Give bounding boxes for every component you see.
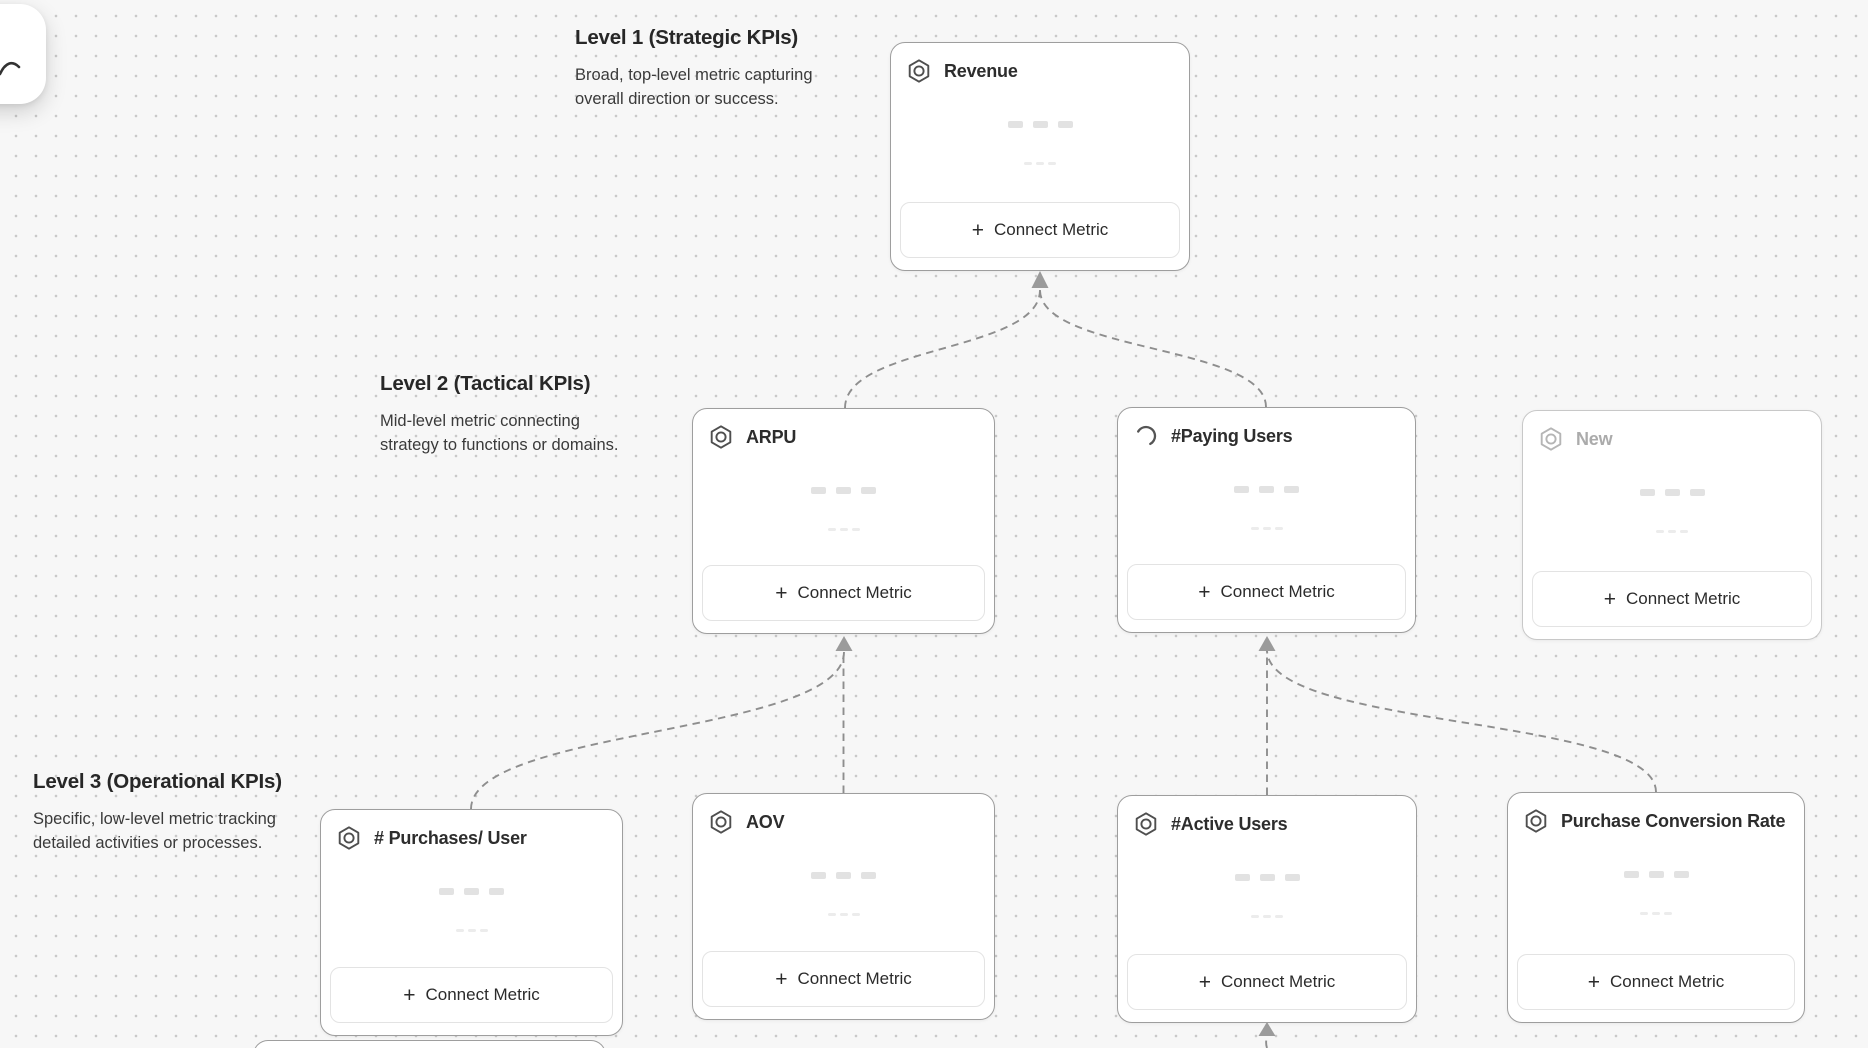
hexagon-metric-icon <box>1538 426 1564 452</box>
kpi-card-title: # Purchases/ User <box>374 827 527 848</box>
kpi-card-paying-users[interactable]: #Paying Users + Connect Metric <box>1117 407 1416 633</box>
skeleton-bars <box>693 872 994 879</box>
edge-purchase-conversion-rate-to-paying-users[interactable] <box>1266 649 1657 793</box>
kpi-card-new[interactable]: New + Connect Metric <box>1522 410 1822 640</box>
arrowhead-into-revenue <box>1031 271 1049 288</box>
arrowhead-into-arpu <box>835 636 853 651</box>
hexagon-metric-icon <box>1523 808 1549 834</box>
connect-metric-label: Connect Metric <box>1625 589 1741 608</box>
kpi-card-partial-bottom[interactable] <box>253 1040 606 1048</box>
edge-arpu-to-revenue[interactable] <box>844 289 1041 409</box>
kpi-card-title: New <box>1576 428 1613 449</box>
plus-icon: + <box>1587 970 1600 994</box>
skeleton-dashes <box>1118 915 1416 918</box>
connect-metric-button[interactable]: + Connect Metric <box>1532 571 1812 627</box>
skeleton-bars <box>321 888 622 895</box>
edge-purchases-per-user-to-arpu[interactable] <box>470 651 845 810</box>
kpi-card-header: #Active Users <box>1118 796 1416 837</box>
kpi-card-active-users[interactable]: #Active Users + Connect Metric <box>1117 795 1417 1023</box>
connect-metric-label: Connect Metric <box>993 220 1109 239</box>
hexagon-metric-icon <box>708 809 734 835</box>
kpi-card-header: #Paying Users <box>1118 408 1415 449</box>
arrowhead-into-active-users <box>1258 1022 1276 1036</box>
kpi-card-header: ARPU <box>693 409 994 450</box>
connect-metric-label: Connect Metric <box>797 583 912 602</box>
section-description-line: detailed activities or processes. <box>33 834 263 852</box>
kpi-card-title: AOV <box>746 811 785 832</box>
connect-metric-label: Connect Metric <box>1220 972 1336 991</box>
section-description-line: strategy to functions or domains. <box>380 436 619 454</box>
connect-metric-button[interactable]: + Connect Metric <box>702 951 985 1007</box>
connect-metric-label: Connect Metric <box>1609 972 1725 991</box>
kpi-card-title: #Paying Users <box>1171 425 1293 446</box>
plus-icon: + <box>403 983 416 1007</box>
section-label-level-1: Level 1 (Strategic KPIs) Broad, top-leve… <box>575 26 813 111</box>
skeleton-bars <box>693 487 994 494</box>
connect-metric-button[interactable]: + Connect Metric <box>702 565 985 621</box>
kpi-card-purchases-per-user[interactable]: # Purchases/ User + Connect Metric <box>320 809 623 1036</box>
kpi-card-purchase-conversion-rate[interactable]: Purchase Conversion Rate + Connect Metri… <box>1507 792 1805 1023</box>
section-description-line: overall direction or success. <box>575 90 779 108</box>
skeleton-dashes <box>891 162 1189 165</box>
kpi-card-revenue[interactable]: Revenue + Connect Metric <box>890 42 1190 271</box>
kpi-card-title: #Active Users <box>1171 813 1288 834</box>
skeleton-bars <box>1118 486 1415 493</box>
kpi-card-header: # Purchases/ User <box>321 810 622 851</box>
kpi-card-header: Purchase Conversion Rate <box>1508 793 1804 834</box>
section-label-level-2: Level 2 (Tactical KPIs) Mid-level metric… <box>380 372 618 457</box>
skeleton-dashes <box>1118 527 1415 530</box>
plus-icon: + <box>971 218 984 242</box>
plus-icon: + <box>1603 587 1616 611</box>
plus-icon: + <box>1198 580 1211 604</box>
connect-metric-button[interactable]: + Connect Metric <box>900 202 1180 258</box>
connect-metric-label: Connect Metric <box>797 969 912 988</box>
hexagon-metric-icon <box>1133 811 1159 837</box>
hexagon-metric-icon <box>906 58 932 84</box>
connect-metric-button[interactable]: + Connect Metric <box>330 967 613 1023</box>
section-description-line: Mid-level metric connecting <box>380 412 580 430</box>
kpi-card-title: Purchase Conversion Rate <box>1561 810 1786 831</box>
kpi-card-header: New <box>1523 411 1821 452</box>
section-label-level-3: Level 3 (Operational KPIs) Specific, low… <box>33 770 282 855</box>
skeleton-bars <box>891 121 1189 128</box>
cursor-glyph-icon <box>0 61 21 76</box>
connect-metric-button[interactable]: + Connect Metric <box>1127 564 1406 620</box>
connect-metric-button[interactable]: + Connect Metric <box>1517 954 1795 1010</box>
skeleton-dashes <box>1508 912 1804 915</box>
skeleton-bars <box>1523 489 1821 496</box>
plus-icon: + <box>1198 970 1211 994</box>
kpi-card-header: Revenue <box>891 43 1189 84</box>
section-title: Level 1 (Strategic KPIs) <box>575 26 799 49</box>
section-title: Level 2 (Tactical KPIs) <box>380 372 591 395</box>
skeleton-bars <box>1508 871 1804 878</box>
skeleton-bars <box>1118 874 1416 881</box>
skeleton-dashes <box>321 929 622 932</box>
arrowhead-into-paying-users <box>1258 636 1276 651</box>
skeleton-dashes <box>693 913 994 916</box>
connect-metric-label: Connect Metric <box>1220 582 1335 601</box>
loading-spinner-icon <box>1133 423 1159 449</box>
section-description-line: Broad, top-level metric capturing <box>575 66 813 84</box>
skeleton-dashes <box>1523 530 1821 533</box>
floating-toolbar-panel[interactable] <box>0 4 46 104</box>
hexagon-metric-icon <box>336 825 362 851</box>
plus-icon: + <box>775 967 788 991</box>
connect-metric-button[interactable]: + Connect Metric <box>1127 954 1407 1010</box>
connect-metric-label: Connect Metric <box>425 985 540 1004</box>
hexagon-metric-icon <box>708 424 734 450</box>
kpi-card-header: AOV <box>693 794 994 835</box>
skeleton-dashes <box>693 528 994 531</box>
section-title: Level 3 (Operational KPIs) <box>33 770 282 793</box>
kpi-card-aov[interactable]: AOV + Connect Metric <box>692 793 995 1020</box>
edge-paying-users-to-revenue[interactable] <box>1039 289 1267 408</box>
kpi-card-arpu[interactable]: ARPU + Connect Metric <box>692 408 995 634</box>
kpi-card-title: Revenue <box>944 60 1018 81</box>
section-description-line: Specific, low-level metric tracking <box>33 810 276 828</box>
edge-offscreen-to-active-users[interactable] <box>1265 1033 1268 1048</box>
plus-icon: + <box>775 581 788 605</box>
kpi-card-title: ARPU <box>746 426 797 447</box>
